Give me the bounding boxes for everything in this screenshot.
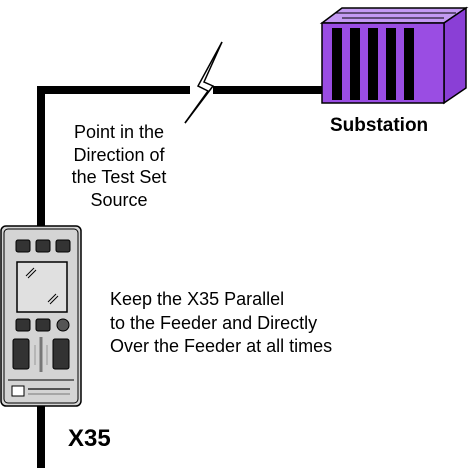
instruction-line: to the Feeder and Directly bbox=[110, 312, 318, 333]
direction-note: Point in the Direction of the Test Set S… bbox=[60, 121, 178, 211]
direction-line: Point in the bbox=[73, 122, 165, 142]
instruction-note: Keep the X35 Parallel to the Feeder and … bbox=[110, 288, 332, 359]
instruction-line: Over the Feeder at all times bbox=[110, 336, 333, 356]
x35-device-icon bbox=[0, 225, 82, 407]
direction-line: the Test Set bbox=[71, 167, 167, 187]
direction-line: Source bbox=[90, 189, 148, 210]
substation-label: Substation bbox=[330, 115, 429, 136]
substation-icon bbox=[319, 6, 469, 105]
instruction-line: Keep the X35 Parallel bbox=[110, 289, 285, 309]
direction-line: Direction of bbox=[73, 144, 165, 165]
device-label: X35 bbox=[68, 425, 111, 452]
line-break-symbol-2 bbox=[184, 41, 223, 124]
